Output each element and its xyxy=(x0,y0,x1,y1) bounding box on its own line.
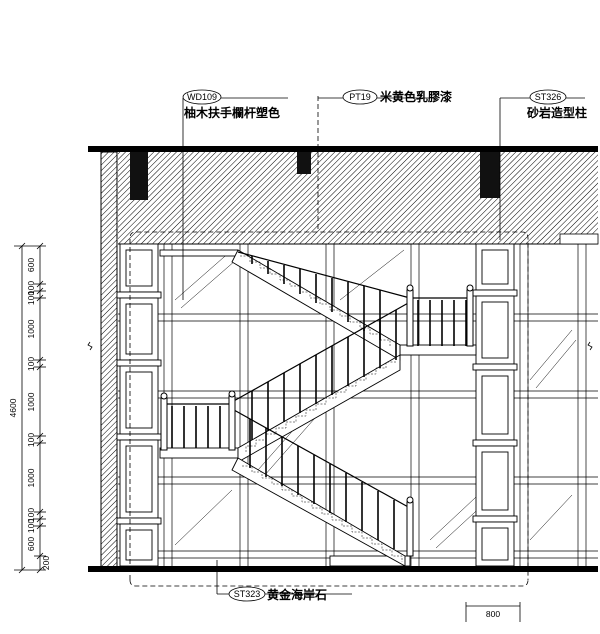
leader-lines xyxy=(182,98,501,594)
balusters xyxy=(171,256,467,549)
dimension-segment: 100 xyxy=(26,281,36,295)
floor-slab xyxy=(88,566,598,572)
callout-label-wd109: 柚木扶手欄杆塑色 xyxy=(184,105,280,120)
dimension-labels: 4600 600 100 100 1000 100 1000 100 1000 … xyxy=(8,258,51,570)
callout-wd109: WD109 柚木扶手欄杆塑色 xyxy=(182,89,288,120)
landing-left-middle xyxy=(159,447,239,459)
callout-label-st326: 砂岩造型柱 xyxy=(526,105,587,120)
stair-flight-2 xyxy=(237,354,401,463)
dimension-segment: 1000 xyxy=(26,392,36,411)
callout-tag-pt19 xyxy=(342,89,378,105)
dimension-segment: 600 xyxy=(26,537,36,551)
dimension-segment: 100 xyxy=(26,291,36,305)
stair-steps-2 xyxy=(245,361,396,452)
stair-steps-3 xyxy=(242,465,403,562)
callout-label-pt19: 米黄色乳膠漆 xyxy=(380,89,452,104)
stair-flights xyxy=(159,249,477,567)
material-boundary-outline xyxy=(129,96,529,587)
dimension-chain-left xyxy=(14,242,593,574)
dimension-segment: 100 xyxy=(26,519,36,533)
beam-block xyxy=(297,152,311,174)
wall-panel-grid xyxy=(118,244,598,566)
scale-bar-label: 800 xyxy=(486,609,500,619)
callout-tag-st323 xyxy=(228,586,266,602)
right-stone-column xyxy=(472,243,518,567)
dimension-total: 4600 xyxy=(8,398,18,417)
newel-posts xyxy=(160,284,474,557)
landing-left-upper xyxy=(159,249,239,257)
callout-st323: ST323 黄金海岸石 xyxy=(217,586,352,602)
dimension-segment: 200 xyxy=(41,556,51,570)
callout-label-st323: 黄金海岸石 xyxy=(267,587,327,602)
dimension-segment: 1000 xyxy=(26,319,36,338)
left-wall xyxy=(100,151,118,571)
callout-code-st326: ST326 xyxy=(535,92,562,102)
left-stone-column xyxy=(116,243,162,567)
stair-steps-1 xyxy=(240,255,391,346)
callout-code-wd109: WD109 xyxy=(187,92,217,102)
handrails xyxy=(164,251,470,509)
beam-block xyxy=(480,152,500,198)
beam-block xyxy=(130,152,148,200)
landing-right-lower xyxy=(329,555,411,567)
callout-st326: ST326 砂岩造型柱 xyxy=(500,89,587,120)
scale-bar: 800 xyxy=(465,602,521,622)
dimension-segment: 600 xyxy=(26,258,36,272)
callout-code-pt19: PT19 xyxy=(349,92,371,102)
dimension-segment: 100 xyxy=(26,433,36,447)
stair-flight-3 xyxy=(231,457,406,567)
callout-tag-st326 xyxy=(529,89,567,105)
callout-pt19: PT19 米黄色乳膠漆 xyxy=(318,89,452,105)
callout-tag-wd109 xyxy=(182,89,222,105)
dimension-segment: 1000 xyxy=(26,468,36,487)
stair-flight-1 xyxy=(231,249,401,361)
callout-code-st323: ST323 xyxy=(234,589,261,599)
dimension-segment: 100 xyxy=(26,357,36,371)
dimension-segment: 100 xyxy=(26,508,36,522)
ceiling-slab xyxy=(88,146,599,245)
